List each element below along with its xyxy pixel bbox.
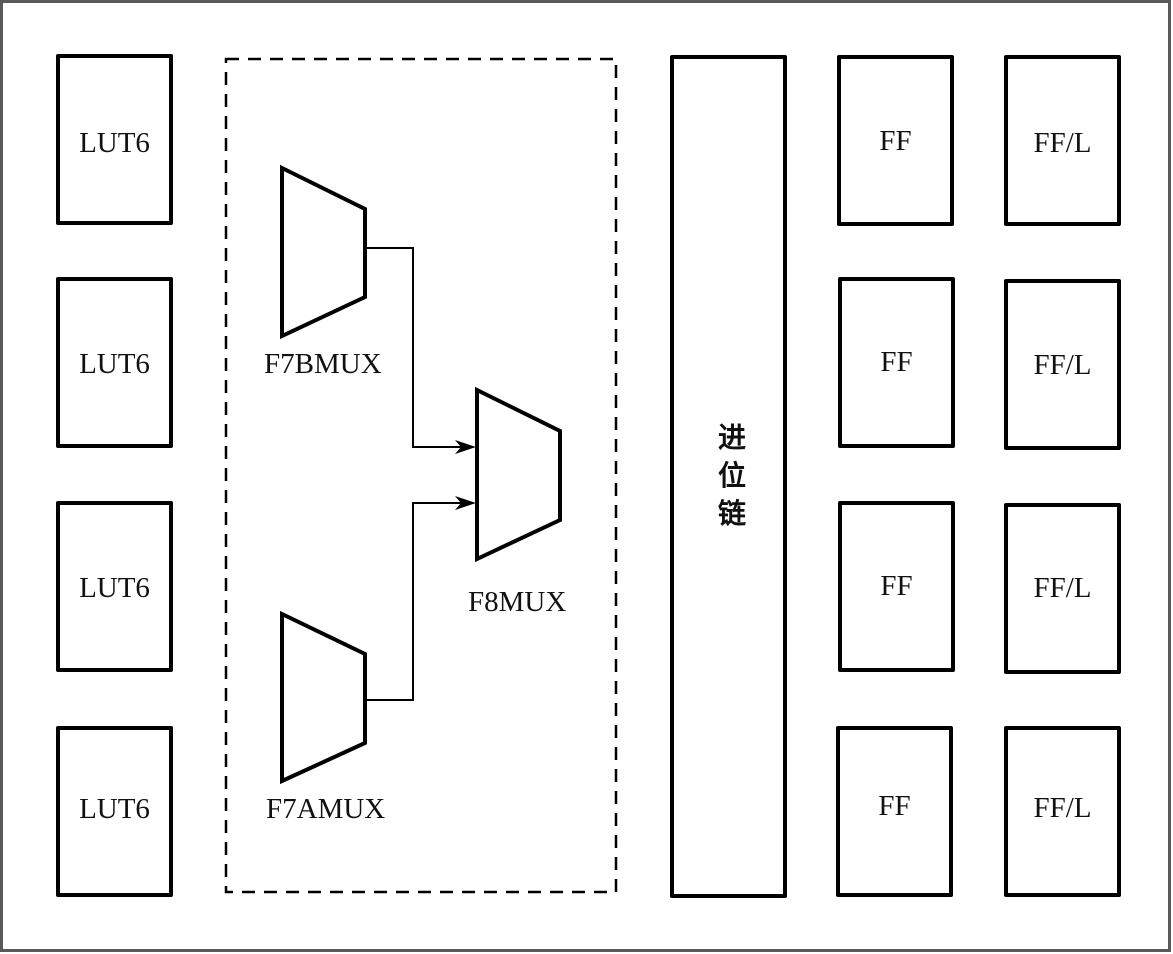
f7bmux: F7BMUX: [264, 164, 382, 380]
carry-chain-char: 链: [718, 497, 746, 530]
ff-block: FF: [837, 55, 954, 226]
f8mux-label: F8MUX: [468, 586, 566, 618]
lut6-block: LUT6: [56, 277, 173, 448]
carry-chain: 进 位 链: [670, 55, 787, 898]
f7amux: F7AMUX: [266, 610, 385, 825]
ffl-block: FF/L: [1004, 726, 1121, 897]
ffl-label: FF/L: [1033, 792, 1091, 824]
mux-group-boundary: [224, 57, 618, 894]
lut-column: LUT6 LUT6 LUT6 LUT6: [56, 54, 173, 897]
ff-label: FF: [880, 570, 912, 602]
ffl-label: FF/L: [1033, 127, 1091, 159]
ff-block: FF: [838, 501, 955, 672]
ffl-column: FF/L FF/L FF/L FF/L: [1004, 55, 1121, 897]
ff-column: FF FF FF FF: [836, 55, 955, 897]
ff-label: FF: [879, 125, 911, 157]
lut6-block: LUT6: [56, 726, 173, 897]
f7amux-label: F7AMUX: [266, 793, 385, 825]
ffl-block: FF/L: [1004, 55, 1121, 226]
f8mux-shape: [475, 386, 562, 563]
ffl-label: FF/L: [1033, 572, 1091, 604]
lut6-label: LUT6: [79, 348, 150, 380]
f7bmux-label: F7BMUX: [264, 348, 382, 380]
ff-label: FF: [880, 346, 912, 378]
f8mux: F8MUX: [468, 386, 566, 618]
ff-label: FF: [878, 790, 910, 822]
lut6-block: LUT6: [56, 54, 173, 225]
wire-f7a-to-f8: [365, 496, 476, 701]
lut6-block: LUT6: [56, 501, 173, 672]
wire-f7b-to-f8: [365, 247, 476, 454]
lut6-label: LUT6: [79, 793, 150, 825]
lut6-label: LUT6: [79, 127, 150, 159]
ffl-block: FF/L: [1004, 503, 1121, 674]
carry-chain-char: 位: [718, 459, 746, 492]
arrow-head: [455, 440, 476, 454]
arrow-head: [455, 496, 476, 510]
ff-block: FF: [838, 277, 955, 448]
ffl-label: FF/L: [1033, 349, 1091, 381]
f7bmux-shape: [280, 164, 367, 340]
carry-chain-char: 进: [718, 421, 746, 454]
ff-block: FF: [836, 726, 953, 897]
ffl-block: FF/L: [1004, 279, 1121, 450]
f7amux-shape: [280, 610, 367, 785]
lut6-label: LUT6: [79, 572, 150, 604]
